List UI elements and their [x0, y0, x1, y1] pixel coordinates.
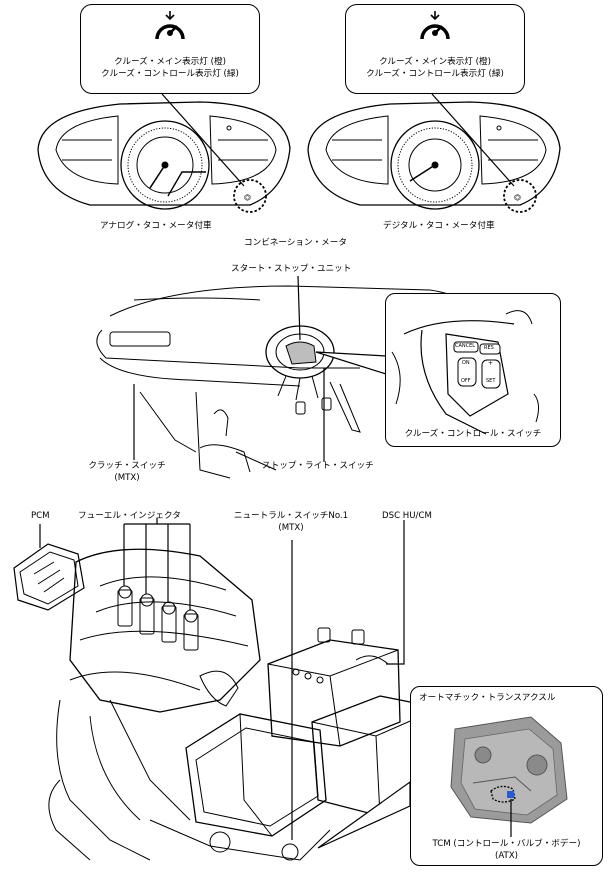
neutral-switch-label: ニュートラル・スイッチNo.1 — [233, 511, 349, 521]
transaxle-callout: オートマチック・トランスアクスル TCM (コントロール・バルブ・ボデー) (A… — [410, 686, 603, 866]
svg-text:⏣: ⏣ — [244, 193, 251, 202]
cruise-main-indicator-label: クルーズ・メイン表示灯 (橙) — [379, 57, 491, 67]
analog-cruise-indicator-callout: クルーズ・メイン表示灯 (橙) クルーズ・コントロール表示灯 (緑) — [80, 4, 260, 94]
res-switch-label: RES — [484, 345, 494, 351]
steering-wheel-switch-drawing — [391, 310, 540, 435]
tcm-note: (ATX) — [494, 851, 519, 861]
cancel-switch-label: CANCEL — [455, 343, 476, 349]
neutral-switch-note: (MTX) — [278, 523, 304, 533]
zoom-wedge — [315, 351, 387, 375]
off-switch-label: OFF — [461, 378, 471, 384]
digital-callout-leader — [431, 93, 515, 187]
dsc-leader — [386, 520, 405, 665]
start-stop-unit-label: スタート・ストップ・ユニット — [231, 264, 352, 274]
dsc-hu-cm-label: DSC HU/CM — [382, 511, 432, 521]
automatic-transaxle-label: オートマチック・トランスアクスル — [419, 693, 556, 703]
cruise-control-switch-label: クルーズ・コントロール・スイッチ — [404, 429, 542, 439]
cruise-main-indicator-label: クルーズ・メイン表示灯 (橙) — [114, 57, 226, 67]
start-stop-leader — [297, 275, 301, 341]
pcm-label: PCM — [31, 511, 50, 521]
combination-meter-label: コンビネーション・メータ — [244, 238, 347, 248]
transaxle-zoom-wedge — [317, 780, 411, 849]
analog-callout-leader — [161, 93, 245, 187]
plus-switch-label: + — [488, 360, 494, 367]
digital-cluster-drawing: ⏣ — [307, 101, 561, 213]
set-switch-label: SET — [486, 378, 496, 384]
clutch-switch-label: クラッチ・スイッチ — [88, 461, 166, 471]
clutch-switch-note: (MTX) — [114, 473, 140, 483]
cruise-indicator-icon — [420, 11, 450, 40]
tcm-label: TCM (コントロール・バルブ・ボデー) — [432, 839, 581, 849]
cruise-control-indicator-label: クルーズ・コントロール表示灯 (緑) — [366, 69, 504, 79]
analog-tacho-label: アナログ・タコ・メータ付車 — [100, 221, 212, 231]
stop-light-switch-label: ストップ・ライト・スイッチ — [262, 461, 374, 471]
svg-text:⏣: ⏣ — [514, 193, 521, 202]
cruise-switch-callout: CANCEL RES ON OFF + SET クルーズ・コントロール・スイッチ — [385, 293, 561, 447]
cruise-indicator-icon — [155, 11, 185, 40]
on-switch-label: ON — [462, 360, 470, 366]
injector-leaders — [123, 518, 191, 610]
cruise-control-indicator-label: クルーズ・コントロール表示灯 (緑) — [101, 69, 239, 79]
tcm-highlight — [507, 791, 514, 798]
fuel-injector-label: フューエル・インジェクタ — [78, 511, 181, 521]
analog-cluster-drawing: ⏣ — [37, 101, 291, 213]
digital-tacho-label: デジタル・タコ・メータ付車 — [383, 221, 495, 231]
digital-cruise-indicator-callout: クルーズ・メイン表示灯 (橙) クルーズ・コントロール表示灯 (緑) — [345, 4, 525, 94]
transaxle-photo — [450, 716, 568, 837]
